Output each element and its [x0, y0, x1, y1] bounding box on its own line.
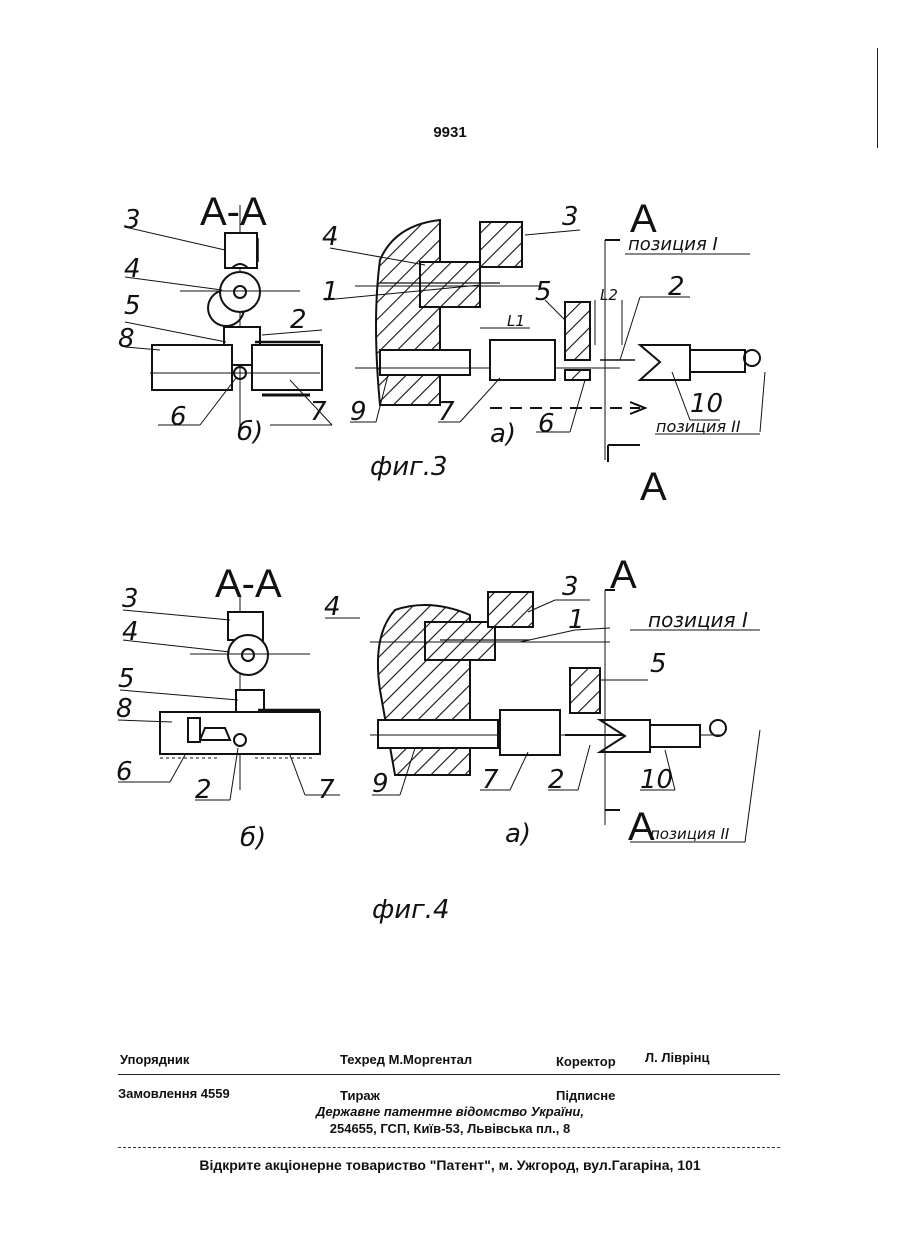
fig3-label-2-left: 2 — [290, 305, 307, 335]
fig3-label-10: 10 — [690, 389, 723, 419]
fig4-position-2: позиция II — [650, 825, 730, 843]
fig3-position-2: позиция II — [656, 417, 741, 436]
fig4-section-mark-top: А — [610, 553, 637, 597]
fig4-label-7-left: 7 — [318, 775, 335, 805]
fig4-view-a: а) — [505, 819, 531, 849]
fig3-label-6: 6 — [170, 402, 187, 432]
fig4-label-5: 5 — [118, 664, 135, 694]
fig3-caption: фиг.3 — [370, 452, 448, 482]
fig4-label-6: 6 — [116, 757, 133, 787]
footer-circulation: Тираж — [340, 1088, 380, 1103]
fig4-label-9: 9 — [372, 769, 389, 799]
fig3-label-1: 1 — [322, 277, 339, 307]
fig3-view-a: а) — [490, 419, 516, 449]
fig3-label-3-right: 3 — [562, 202, 579, 232]
footer-printer: Відкрите акціонерне товариство "Патент",… — [0, 1157, 900, 1173]
fig3-section-mark-bottom: А — [640, 465, 667, 509]
fig4-caption: фиг.4 — [372, 895, 450, 925]
fig4-label-4-right: 4 — [324, 592, 341, 622]
fig3-label-7-left: 7 — [310, 397, 327, 427]
fig3-label-6-right: 6 — [538, 409, 555, 439]
fig3-label-3: 3 — [124, 205, 141, 235]
fig4-label-2-right: 2 — [548, 765, 565, 795]
fig3-label-5: 5 — [124, 291, 141, 321]
fig4-label-3-right: 3 — [562, 572, 579, 602]
fig4-label-4: 4 — [122, 617, 139, 647]
fig4-label-3: 3 — [122, 584, 139, 614]
fig4-view-b: б) — [240, 823, 266, 853]
fig4-label-2-left: 2 — [195, 775, 212, 805]
fig4-label-10: 10 — [640, 765, 673, 795]
fig3-section-title: А-А — [200, 190, 267, 234]
fig3-label-2-right: 2 — [668, 272, 685, 302]
fig4-right-leaders — [325, 600, 675, 795]
fig4-label-8: 8 — [116, 694, 133, 724]
fig3-view-b: б) — [237, 417, 263, 447]
fig4-label-7-right: 7 — [482, 765, 499, 795]
fig3-dim-L2: L2 — [600, 286, 618, 304]
fig3-label-5-right: 5 — [535, 277, 552, 307]
footer-order: Замовлення 4559 — [118, 1086, 230, 1101]
fig4-position-1: позиция I — [648, 608, 748, 632]
fig3-label-4-right: 4 — [322, 222, 339, 252]
fig3-label-7-right: 7 — [438, 397, 455, 427]
fig3-position-1: позиция I — [628, 234, 718, 255]
fig3-label-9: 9 — [350, 397, 367, 427]
fig3-label-8: 8 — [118, 324, 135, 354]
fig4-section-title: А-А — [215, 562, 282, 606]
fig3-label-4: 4 — [124, 254, 141, 284]
footer-rule-1 — [118, 1074, 780, 1075]
fig3-dim-L1: L1 — [507, 312, 525, 330]
footer-techred: Техред М.Моргентал — [340, 1052, 472, 1067]
footer-corrector-name: Л. Ліврінц — [645, 1050, 709, 1065]
fig4-section-view — [160, 595, 320, 790]
fig4-label-5-right: 5 — [650, 649, 667, 679]
footer-corrector-label: Коректор — [556, 1054, 616, 1069]
fig4-label-1: 1 — [568, 605, 585, 635]
footer-compiler: Упорядник — [120, 1052, 189, 1067]
footer-subscription: Підписне — [556, 1088, 615, 1103]
footer-rule-2 — [118, 1147, 780, 1148]
footer-office-line2: 254655, ГСП, Київ-53, Львівська пл., 8 — [0, 1121, 900, 1136]
footer-office-line1: Державне патентне відомство України, — [0, 1104, 900, 1119]
